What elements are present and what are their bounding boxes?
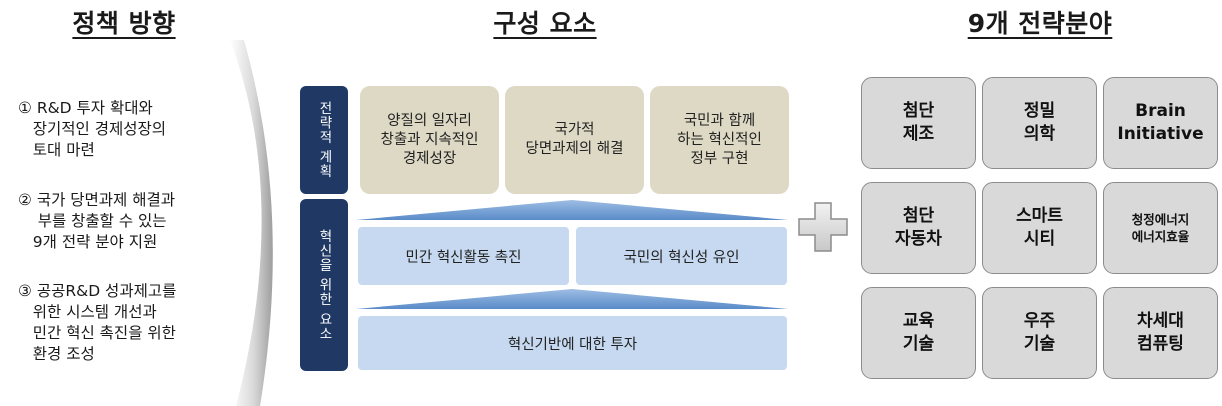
element-private-innovation: 민간 혁신활동 촉진 [358, 227, 569, 285]
field-advanced-vehicles: 첨단 자동차 [861, 182, 976, 274]
lower-wedge [356, 289, 788, 309]
goal-innovative-government: 국민과 함께 하는 혁신적인 정부 구현 [650, 86, 789, 194]
field-brain-initiative: Brain Initiative [1103, 77, 1218, 169]
curved-divider [230, 40, 273, 406]
field-smart-city: 스마트 시티 [982, 182, 1097, 274]
heading-policy-direction: 정책 방향 [72, 9, 176, 38]
element-infrastructure-investment: 혁신기반에 대한 투자 [358, 316, 787, 370]
goal-jobs-growth: 양질의 일자리 창출과 지속적인 경제성장 [360, 86, 499, 194]
plus-icon [798, 202, 848, 252]
label-strategic-plan: 전략적 계획 [300, 86, 348, 194]
upper-wedge [356, 200, 788, 220]
field-clean-energy: 청정에너지 에너지효율 [1103, 182, 1218, 274]
heading-components: 구성 요소 [493, 9, 597, 38]
label-innovation-elements: 혁신을 위한 요소 [300, 199, 348, 371]
label-strategic-plan-text: 전략적 계획 [316, 101, 332, 179]
policy-item-1: ① R&D 투자 확대와 장기적인 경제성장의 토대 마련 [18, 99, 167, 159]
heading-strategic-fields: 9개 전략분야 [967, 9, 1113, 38]
goal-national-challenges: 국가적 당면과제의 해결 [505, 86, 644, 194]
field-next-gen-computing: 차세대 컴퓨팅 [1103, 287, 1218, 379]
field-precision-medicine: 정밀 의학 [982, 77, 1097, 169]
policy-item-3: ③ 공공R&D 성과제고를 위한 시스템 개선과 민간 혁신 촉진을 위한 환경… [18, 282, 177, 363]
field-space-tech: 우주 기술 [982, 287, 1097, 379]
element-public-innovation: 국민의 혁신성 유인 [576, 227, 787, 285]
field-education-tech: 교육 기술 [861, 287, 976, 379]
policy-item-2: ② 국가 당면과제 해결과 부를 창출할 수 있는 9개 전략 분야 지원 [18, 191, 176, 251]
field-advanced-manufacturing: 첨단 제조 [861, 77, 976, 169]
label-innovation-elements-text: 혁신을 위한 요소 [316, 228, 332, 342]
